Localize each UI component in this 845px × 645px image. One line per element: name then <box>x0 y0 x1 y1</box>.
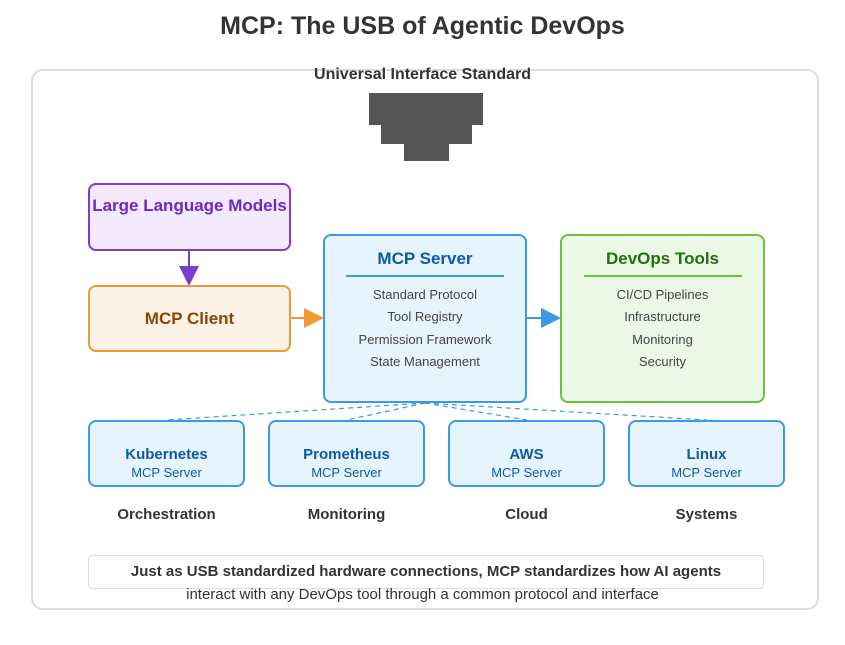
category-label: Systems <box>675 506 738 523</box>
server-type: MCP Server <box>671 465 742 480</box>
tools-feature: Infrastructure <box>624 309 701 324</box>
mcp-client-box: MCP Client <box>88 285 291 352</box>
mcp-server-box: MCP Server Standard Protocol Tool Regist… <box>323 234 527 403</box>
prometheus-server-box: Prometheus MCP Server <box>268 420 425 487</box>
server-name: Linux <box>686 446 727 463</box>
server-name: AWS <box>509 446 544 463</box>
mcp-server-divider <box>346 275 504 277</box>
server-type: MCP Server <box>491 465 562 480</box>
server-type: MCP Server <box>311 465 382 480</box>
devops-tools-divider <box>583 275 742 277</box>
server-to-prometheus-line <box>346 402 426 421</box>
analogy-note-continued: interact with any DevOps tool through a … <box>186 586 659 603</box>
mcp-server-title: MCP Server <box>377 249 473 268</box>
category-label: Orchestration <box>117 506 216 523</box>
server-feature: State Management <box>370 354 480 369</box>
server-type: MCP Server <box>131 465 202 480</box>
linux-server-box: Linux MCP Server <box>628 420 785 487</box>
server-feature: Permission Framework <box>358 331 492 347</box>
category-label: Monitoring <box>307 506 386 523</box>
tools-feature: Security <box>639 354 686 369</box>
server-to-kubernetes-line <box>166 402 426 421</box>
server-feature: Standard Protocol <box>372 286 478 302</box>
tools-feature: CI/CD Pipelines <box>616 286 709 302</box>
kubernetes-server-box: Kubernetes MCP Server <box>88 420 245 487</box>
llm-box: Large Language Models <box>88 183 291 251</box>
server-to-aws-line <box>424 402 528 421</box>
server-feature: Tool Registry <box>387 309 463 324</box>
mcp-client-label: MCP Client <box>144 309 235 328</box>
category-label: Cloud <box>505 506 548 523</box>
server-name: Prometheus <box>303 446 390 463</box>
server-name: Kubernetes <box>125 446 208 463</box>
llm-label: Large Language Models <box>92 196 287 215</box>
page-title: MCP: The USB of Agentic DevOps <box>220 12 625 40</box>
server-to-linux-line <box>424 402 708 421</box>
devops-tools-title: DevOps Tools <box>605 249 720 268</box>
diagram-subtitle: Universal Interface Standard <box>314 66 531 83</box>
analogy-note: Just as USB standardized hardware connec… <box>88 555 764 589</box>
tools-feature: Monitoring <box>632 331 693 347</box>
aws-server-box: AWS MCP Server <box>448 420 605 487</box>
devops-tools-box: DevOps Tools CI/CD Pipelines Infrastruct… <box>560 234 765 403</box>
